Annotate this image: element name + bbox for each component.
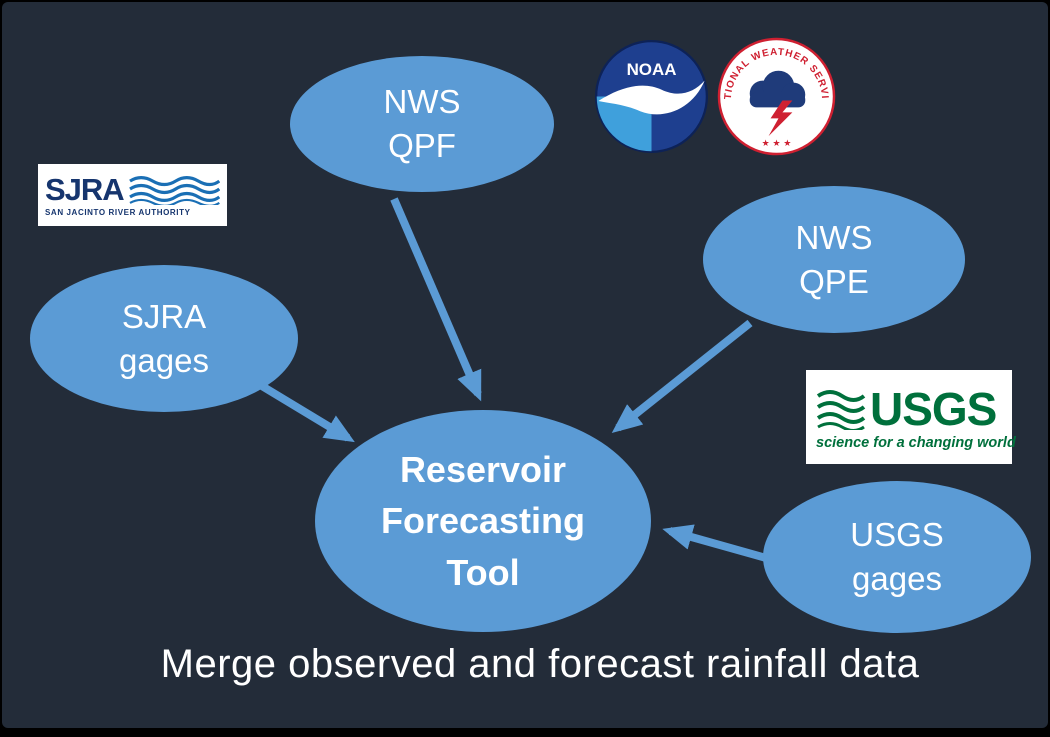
node-nws-qpf-line1: NWS (383, 83, 461, 121)
sjra-logo-top: SJRA (45, 174, 220, 205)
usgs-logo-text: USGS (870, 382, 997, 435)
usgs-waves-icon (816, 389, 866, 430)
noaa-logo-text: NOAA (627, 60, 677, 79)
sjra-logo-text: SJRA (45, 172, 125, 207)
nws-logo-icon: NATIONAL WEATHER SERVICE ★ ★ ★ (717, 37, 836, 156)
nws-cloud-lightning-icon (749, 70, 806, 137)
node-nws-qpf-line2: QPF (388, 127, 456, 164)
usgs-logo-tagline: science for a changing world (816, 434, 1016, 451)
arrow-qpf-to-tool (390, 197, 482, 402)
sjra-waves-icon (128, 175, 220, 205)
arrow-qpe-to-tool (611, 319, 753, 433)
node-usgs-gages-line2: gages (852, 560, 942, 597)
node-nws-qpf: NWS QPF (290, 56, 554, 192)
node-sjra-gages-line2: gages (119, 341, 209, 379)
node-tool-line1: Reservoir (399, 449, 567, 491)
noaa-logo-icon: NOAA (595, 40, 708, 153)
diagram-caption: Merge observed and forecast rainfall dat… (160, 642, 920, 686)
node-usgs-gages: USGS gages (763, 481, 1031, 633)
node-sjra-gages-line1: SJRA (121, 297, 207, 335)
node-usgs-gages-line1: USGS (850, 516, 944, 554)
node-reservoir-forecasting-tool: Reservoir Forecasting Tool (315, 410, 651, 632)
node-nws-qpe-line2: QPE (799, 262, 869, 300)
node-sjra-gages: SJRA gages (30, 265, 298, 412)
arrow-usgs-to-tool (662, 524, 768, 562)
usgs-logo-top: USGS (816, 386, 1002, 432)
usgs-logo: USGS science for a changing world (806, 370, 1016, 464)
node-tool-line2: Forecasting (380, 500, 586, 542)
sjra-logo: SJRA SAN JACINTO RIVER AUTHORITY (38, 164, 227, 226)
sjra-logo-subtitle: SAN JACINTO RIVER AUTHORITY (45, 208, 191, 217)
node-tool-line3: Tool (446, 551, 520, 593)
nws-logo-stars: ★ ★ ★ (762, 139, 792, 149)
node-nws-qpe: NWS QPE (703, 186, 965, 333)
node-nws-qpe-line1: NWS (795, 218, 873, 256)
